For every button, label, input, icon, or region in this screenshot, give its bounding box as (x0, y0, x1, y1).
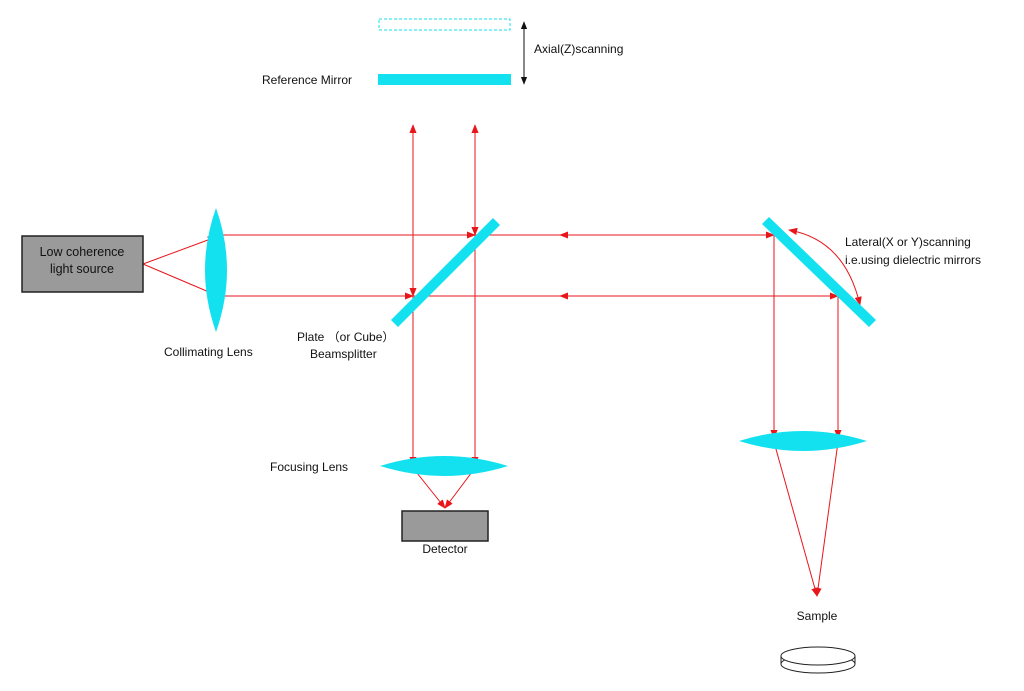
collimating-lens (205, 208, 227, 332)
ray-source-upper (142, 236, 217, 265)
lateral-scanning-label-line1: Lateral(X or Y)scanning (845, 235, 971, 249)
ray-source-lower (142, 263, 217, 296)
ray-focus-left (412, 467, 446, 509)
collimating-lens-label: Collimating Lens (164, 345, 253, 359)
focusing-lens-label: Focusing Lens (270, 460, 348, 474)
reference-mirror-label: Reference Mirror (262, 73, 352, 87)
axial-scanning-label: Axial(Z)scanning (534, 42, 623, 56)
lateral-scan-arc (788, 227, 862, 306)
beamsplitter-label-line2: Beamsplitter (310, 347, 377, 361)
ray-sample-focus-right (814, 441, 839, 597)
scan-mirror (762, 217, 876, 327)
objective-lens (739, 431, 867, 451)
light-source: Low coherence light source (21, 235, 144, 293)
light-source-label-line2: light source (50, 262, 114, 276)
beamsplitter-label-line1: Plate （or Cube） (297, 330, 394, 344)
sample-dish (780, 646, 856, 674)
light-source-label-line1: Low coherence (40, 245, 125, 259)
reference-mirror-dashed-position (378, 18, 511, 31)
light-rays (142, 124, 862, 597)
detector-label: Detector (422, 542, 467, 556)
ray-focus-right (444, 467, 476, 509)
reference-mirror (378, 74, 511, 85)
lateral-scanning-label-line2: i.e.using dielectric mirrors (845, 253, 981, 267)
detector-box (401, 510, 489, 542)
light-source-box (21, 235, 144, 293)
sample-label: Sample (797, 609, 838, 623)
focusing-lens (380, 456, 508, 476)
ray-sample-focus-left (773, 441, 819, 597)
beamsplitter-plate (391, 218, 500, 327)
